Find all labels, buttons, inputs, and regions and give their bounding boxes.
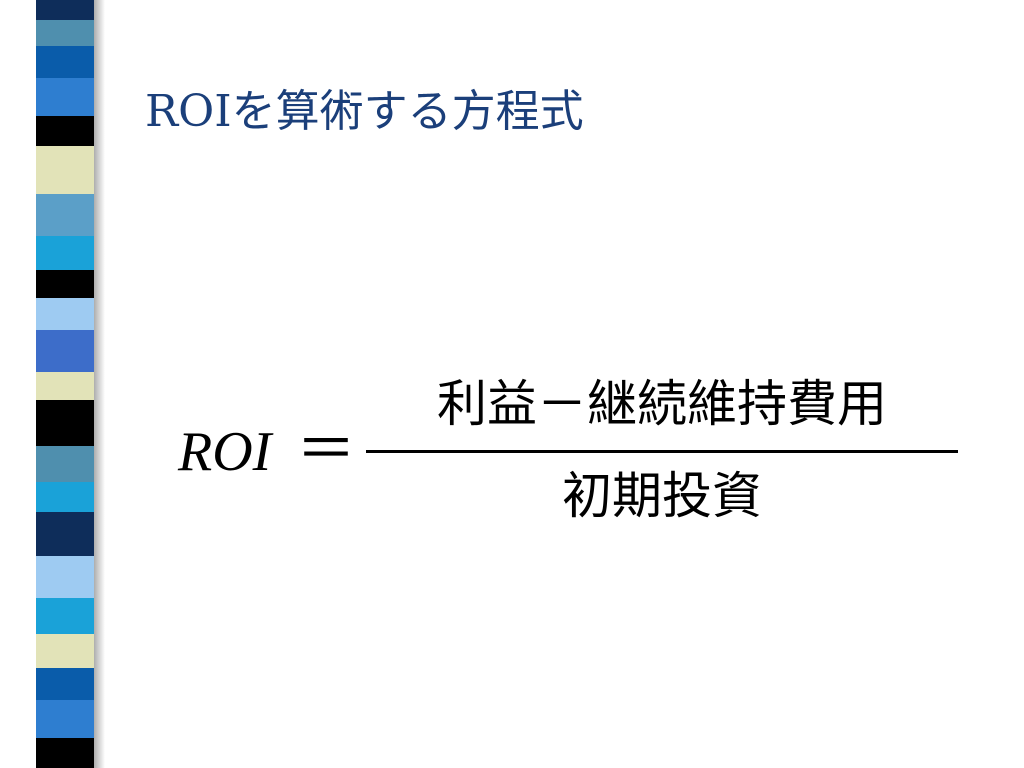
formula-lhs: ROI <box>178 421 272 483</box>
stripe-band-13 <box>36 400 94 446</box>
stripe-band-4 <box>36 78 94 116</box>
stripe-band-21 <box>36 700 94 738</box>
stripe-band-10 <box>36 298 94 330</box>
stripe-band-9 <box>36 270 94 298</box>
stripe-band-11 <box>36 330 94 372</box>
formula-denominator: 初期投資 <box>562 467 762 525</box>
stripe-band-15 <box>36 482 94 512</box>
slide-title: ROIを算術する方程式 <box>145 86 584 137</box>
formula-numerator: 利益－継続維持費用 <box>437 375 887 433</box>
fraction-bar <box>366 450 958 453</box>
decorative-stripe-shadow <box>93 0 105 768</box>
stripe-band-7 <box>36 194 94 236</box>
stripe-band-22 <box>36 738 94 768</box>
stripe-band-6 <box>36 146 94 194</box>
stripe-band-18 <box>36 598 94 634</box>
stripe-band-2 <box>36 20 94 46</box>
stripe-band-14 <box>36 446 94 482</box>
stripe-band-19 <box>36 634 94 668</box>
stripe-band-8 <box>36 236 94 270</box>
roi-formula: ROI ＝ 利益－継続維持費用 初期投資 <box>178 368 968 538</box>
stripe-band-17 <box>36 556 94 598</box>
stripe-band-16 <box>36 512 94 556</box>
decorative-stripe <box>36 0 94 768</box>
stripe-band-5 <box>36 116 94 146</box>
equals-sign: ＝ <box>296 417 356 483</box>
stripe-band-20 <box>36 668 94 700</box>
stripe-band-1 <box>36 0 94 20</box>
stripe-band-12 <box>36 372 94 400</box>
stripe-band-3 <box>36 46 94 78</box>
